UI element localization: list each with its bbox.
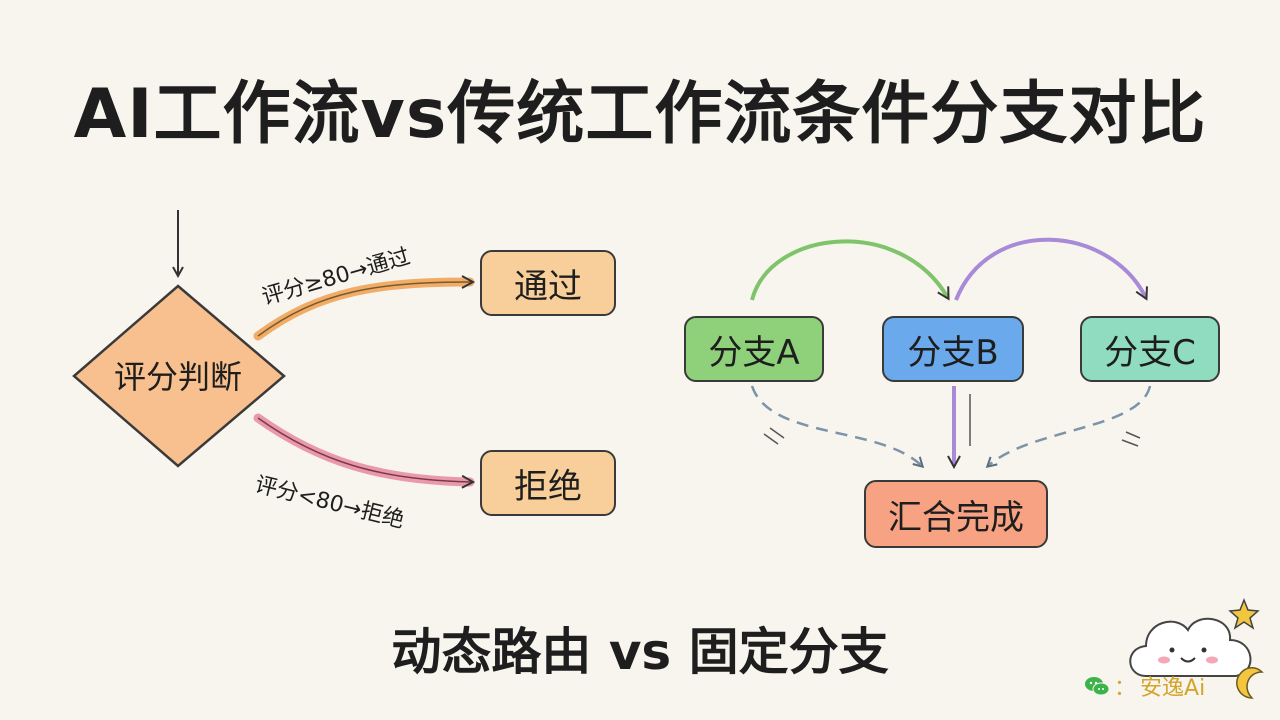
brand-watermark: ： 安逸Ai xyxy=(1084,672,1206,701)
arrow-a-to-merge xyxy=(750,385,922,466)
moon-icon xyxy=(1236,667,1264,699)
reject-arrow xyxy=(253,413,475,487)
brand-separator: ： xyxy=(1114,676,1137,701)
branch-c-node: 分支C xyxy=(1080,316,1220,382)
wechat-icon xyxy=(1085,677,1110,696)
arrow-a-to-b xyxy=(750,239,950,300)
pass-node: 通过 xyxy=(480,250,616,316)
branch-b-node: 分支B xyxy=(882,316,1024,382)
merge-node: 汇合完成 xyxy=(864,480,1048,548)
cloud-mascot-icon xyxy=(1129,617,1252,677)
arrow-b-to-c xyxy=(954,237,1146,300)
arrow-c-to-merge xyxy=(988,385,1152,466)
decision-diamond xyxy=(72,284,286,468)
star-icon xyxy=(1228,597,1260,630)
motion-ticks xyxy=(763,427,1141,447)
page-title: AI工作流vs传统工作流条件分支对比 xyxy=(73,75,1207,154)
subtitle: 动态路由 vs 固定分支 xyxy=(391,623,889,681)
reject-node: 拒绝 xyxy=(480,450,616,516)
decision-label: 评分判断 xyxy=(113,358,242,396)
branch-a-node: 分支A xyxy=(684,316,824,382)
brand-name: 安逸Ai xyxy=(1140,676,1206,701)
